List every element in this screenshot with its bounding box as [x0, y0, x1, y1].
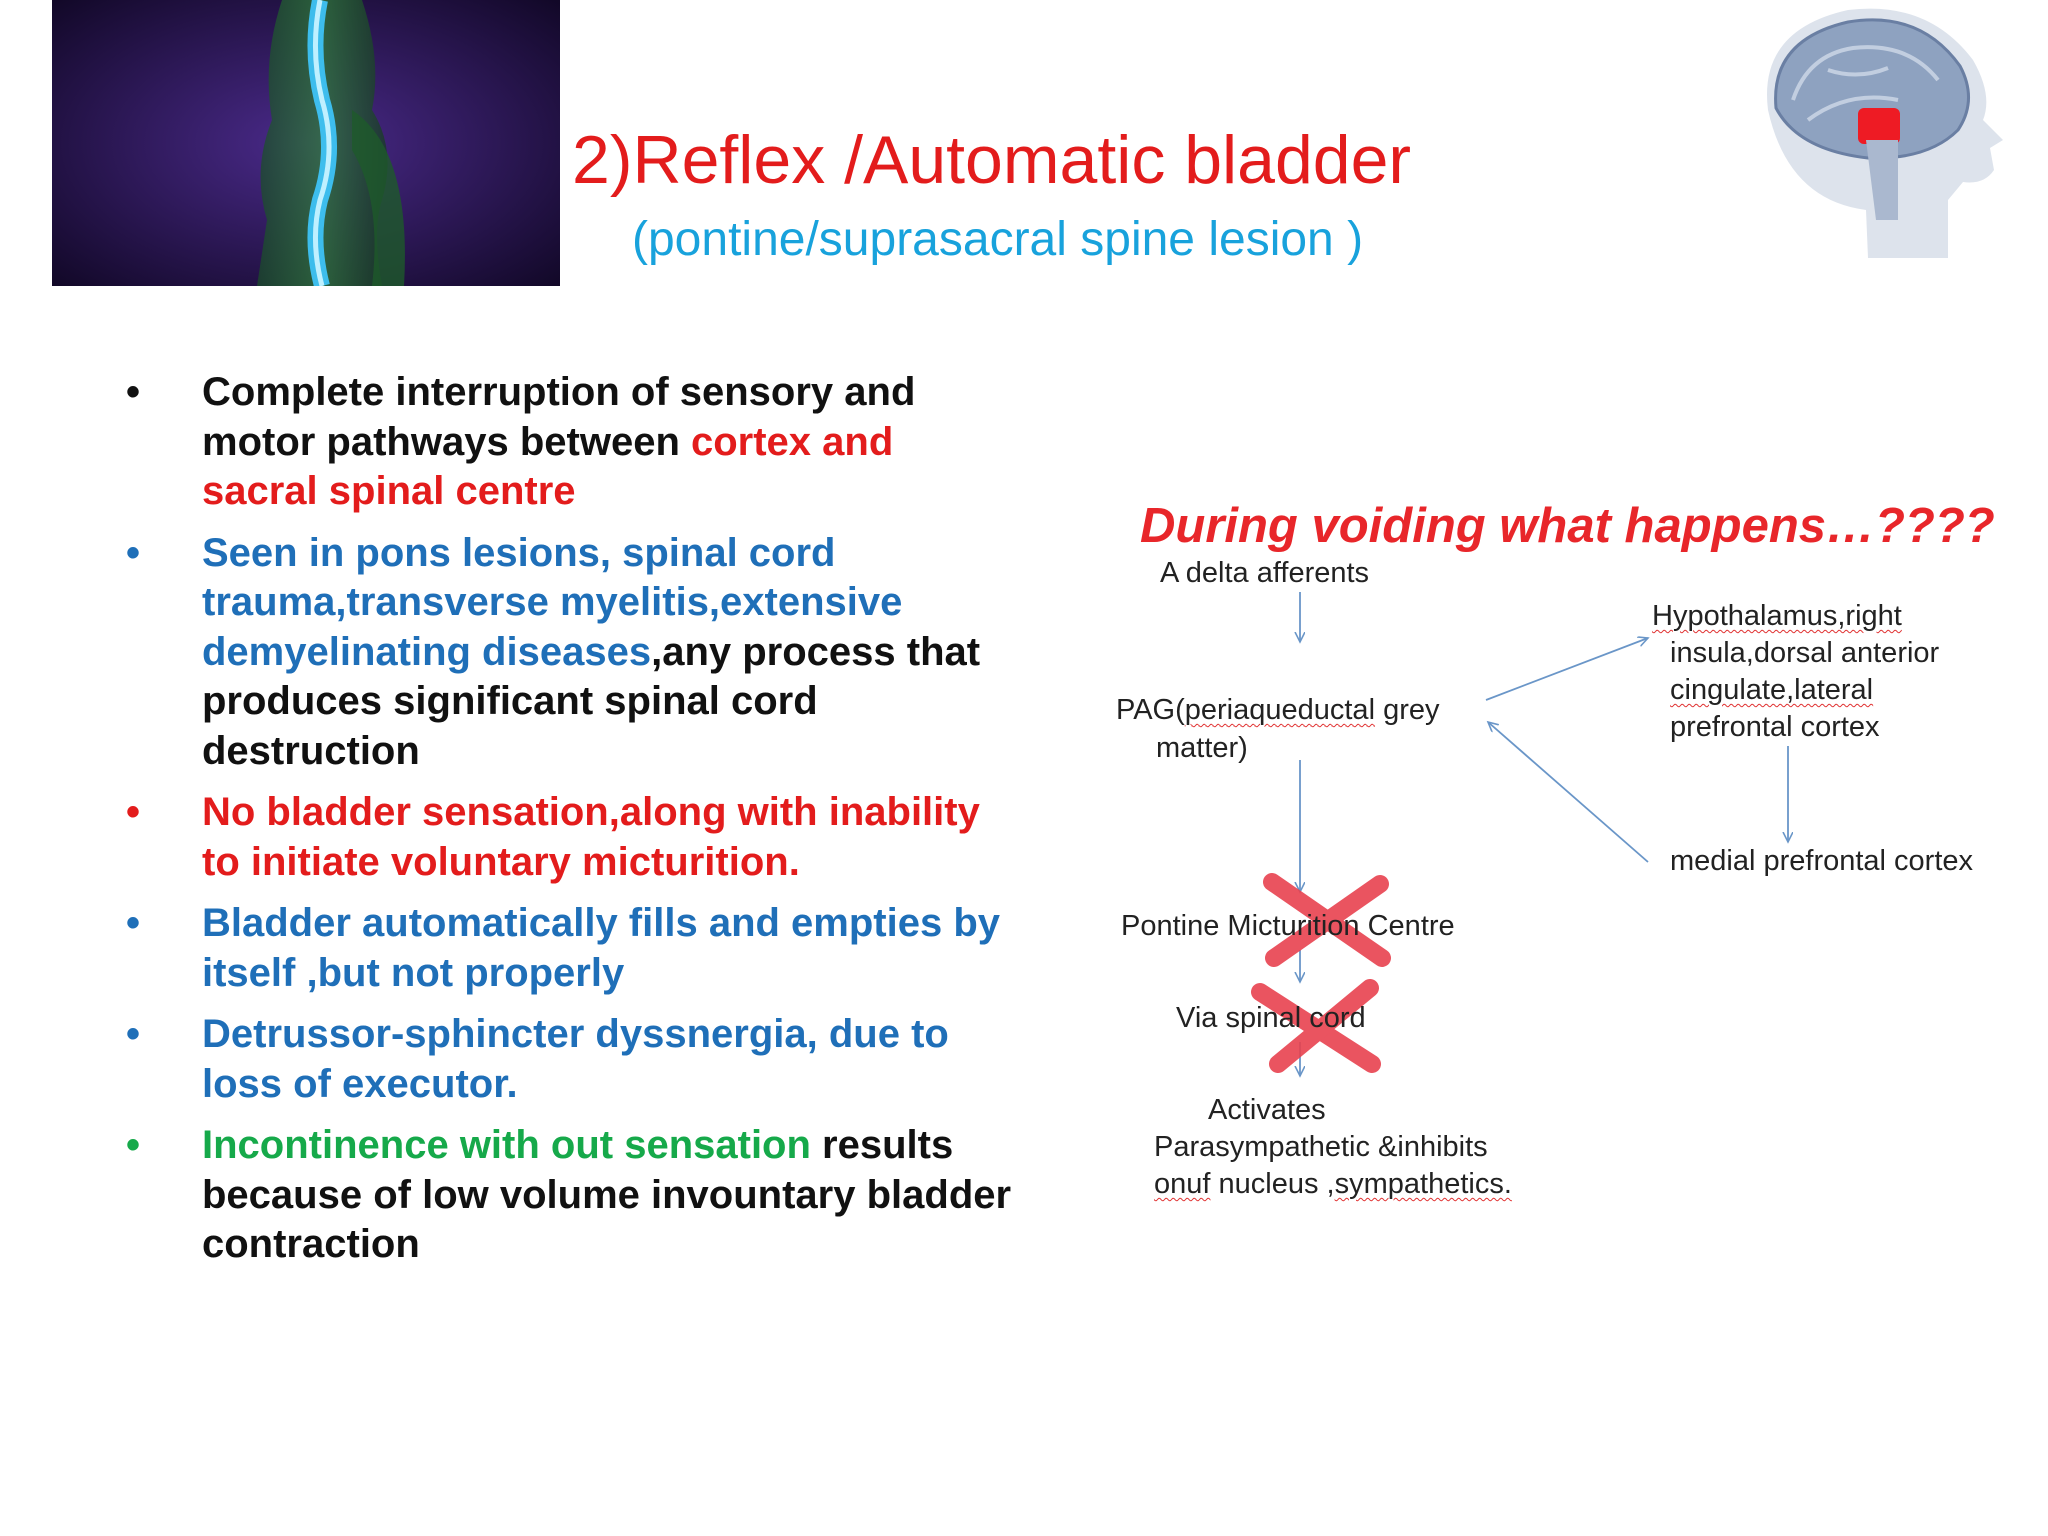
bullet-text: Bladder automatically fills and empties … — [202, 901, 1001, 995]
bullet-item: • Detrussor-sphincter dyssnergia, due to … — [118, 1010, 1018, 1109]
node-hypothalamus-line3: cingulate,lateral — [1670, 674, 1874, 706]
node-a-delta-afferents: A delta afferents — [1160, 557, 1370, 589]
bullet-text: No bladder sensation,along with inabilit… — [202, 790, 980, 884]
node-medial-prefrontal: medial prefrontal cortex — [1670, 845, 1974, 877]
bullet-text: results because of low volume invountary… — [202, 1123, 1012, 1266]
node-hypothalamus-line2: insula,dorsal anterior — [1670, 637, 1940, 669]
nucleus-text: nucleus , — [1210, 1168, 1335, 1200]
voiding-pathway-diagram — [1251, 592, 2020, 1210]
slide-subtitle: (pontine/suprasacral spine lesion ) — [632, 213, 1364, 266]
bullet-item: • Complete interruption of sensory and mo… — [118, 368, 1018, 517]
bullet-list: • Complete interruption of sensory and mo… — [118, 368, 1018, 1282]
bullet-dot-icon: • — [126, 370, 141, 414]
bullet-text: Detrussor-sphincter dyssnergia, due to l… — [202, 1012, 949, 1106]
node-activates-line1: Activates — [1208, 1094, 1326, 1126]
cross-pmc-icon — [1263, 873, 1391, 967]
bullet-dot-icon: • — [126, 1012, 141, 1056]
pag-text-b: periaqueductal — [1184, 694, 1376, 726]
node-activates-line3: onuf nucleus ,sympathetics. — [1154, 1166, 1512, 1203]
bullet-dot-icon: • — [126, 901, 141, 945]
arrow-medial-to-pag — [1488, 722, 1649, 863]
bullet-dot-icon: • — [126, 530, 141, 575]
bullet-text: Incontinence with out sensation — [202, 1123, 811, 1167]
arrow-pag-to-hypothalamus — [1485, 638, 1648, 701]
bullet-text: Seen in pons lesions, spinal cord trauma… — [202, 530, 903, 674]
bullet-dot-icon: • — [126, 1123, 141, 1167]
bullet-item: • Bladder automatically fills and empties… — [118, 899, 1018, 998]
brain-icon — [1748, 0, 2010, 259]
pag-text-a: PAG( — [1116, 694, 1185, 726]
diagram-heading: During voiding what happens…???? — [1140, 499, 1995, 553]
slide-title: 2)Reflex /Automatic bladder — [572, 122, 1412, 198]
bullet-text: Complete interruption of sensory and mot… — [202, 370, 916, 464]
onuf-text: onuf — [1154, 1168, 1211, 1200]
node-hypothalamus-line1: Hypothalamus,right — [1652, 600, 1902, 632]
bullet-item: • Incontinence with out sensation results… — [118, 1121, 1018, 1270]
cross-spinal-icon — [1251, 979, 1381, 1073]
node-pontine-micturition-centre: Pontine Micturition Centre — [1121, 910, 1455, 942]
bullet-dot-icon: • — [126, 790, 141, 834]
node-hypothalamus-line4: prefrontal cortex — [1670, 711, 1880, 743]
bullet-item: • Seen in pons lesions, spinal cord traum… — [118, 529, 1018, 777]
bullet-text: cortex and sacral spinal centre — [202, 419, 894, 514]
node-via-spinal-cord: Via spinal cord — [1176, 1002, 1366, 1034]
node-pag-line2: matter) — [1156, 732, 1248, 764]
sympathetics-text: sympathetics. — [1334, 1168, 1512, 1200]
node-pag-line1: PAG(periaqueductal grey — [1116, 692, 1440, 729]
pag-text-c: grey — [1375, 694, 1440, 726]
bullet-text: ,any process that produces significant s… — [202, 629, 981, 773]
spine-illustration — [52, 0, 560, 286]
node-activates-line2: Parasympathetic &inhibits — [1154, 1131, 1488, 1163]
bullet-item: • No bladder sensation,along with inabili… — [118, 788, 1018, 887]
spine-image — [52, 0, 560, 286]
